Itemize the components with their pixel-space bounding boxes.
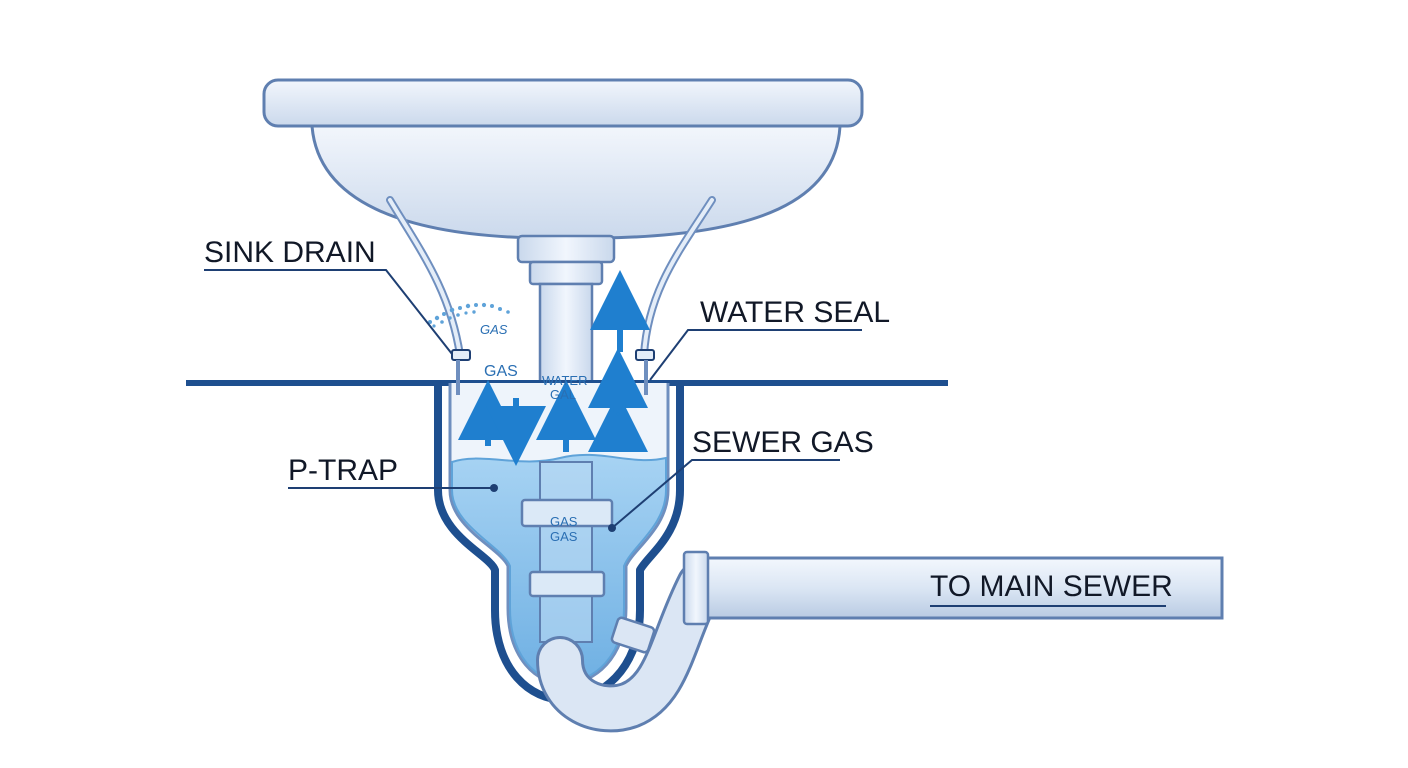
- label-p-trap: P-TRAP: [288, 454, 398, 487]
- leader-sewer-gas-dot: [608, 524, 616, 532]
- inline-gal: GAL: [550, 387, 576, 402]
- sink-bowl: [310, 124, 842, 240]
- leader-sewer-gas: [611, 459, 840, 529]
- leader-water-seal: [649, 329, 862, 381]
- elbow-nut: [610, 616, 656, 654]
- inline-gas-left: GAS: [484, 363, 518, 380]
- left-tube-clip: [451, 349, 471, 361]
- main-sewer-collar: [682, 550, 710, 626]
- inline-gas-mid-2: GAS: [550, 529, 578, 544]
- leader-p-trap-dot: [490, 484, 498, 492]
- right-tube-clip: [635, 349, 655, 361]
- left-supply-tube-inner: [388, 198, 462, 357]
- trap-coupling-lower: [528, 570, 606, 598]
- label-sewer-gas: SEWER GAS: [692, 426, 874, 459]
- trap-coupling-upper: [520, 498, 614, 528]
- gas-puff: [428, 302, 510, 328]
- inline-gas-mid-1: GAS: [550, 514, 578, 529]
- inline-water: WATER: [542, 373, 588, 388]
- label-sink-drain: SINK DRAIN: [204, 236, 376, 269]
- drain-collar: [528, 260, 604, 286]
- trap-elbow-fill: [539, 564, 721, 730]
- gas-bubbles-right: [610, 404, 626, 416]
- right-supply-tube-inner: [642, 198, 714, 357]
- inline-gas-top: GAS: [480, 322, 508, 337]
- label-water-seal: WATER SEAL: [700, 296, 890, 329]
- sink-rim: [262, 78, 864, 128]
- drain-flange: [516, 234, 616, 264]
- label-to-main-sewer: TO MAIN SEWER: [930, 570, 1173, 603]
- drain-pipe-submerged: [539, 461, 593, 643]
- leader-sink-drain: [204, 269, 453, 355]
